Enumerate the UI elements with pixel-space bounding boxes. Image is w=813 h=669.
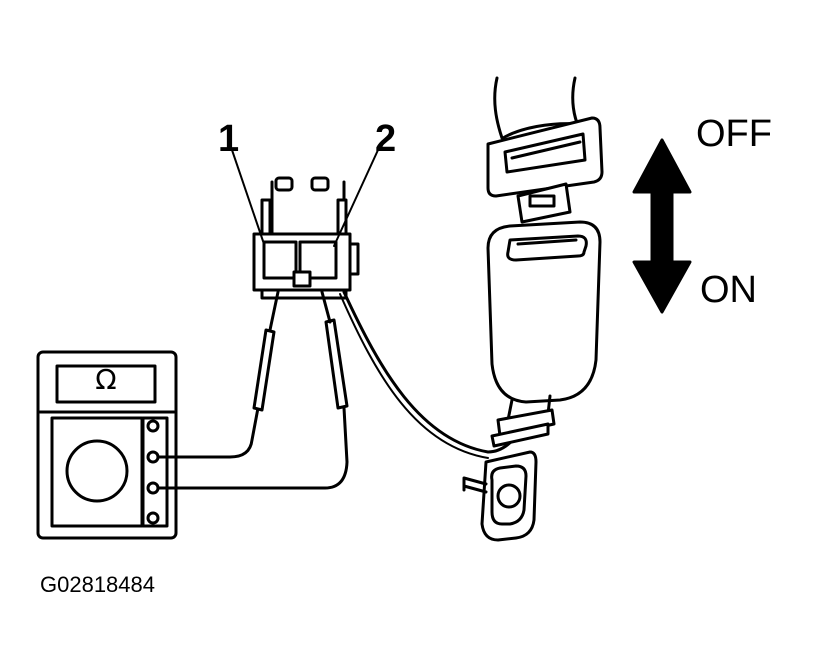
double-arrow-icon [632, 138, 692, 314]
ohmmeter-icon [36, 350, 178, 540]
test-leads [156, 290, 349, 490]
seat-belt-buckle-icon [462, 76, 604, 542]
ohmmeter-display-symbol: Ω [95, 363, 117, 396]
connector-pin-2-label: 2 [375, 118, 397, 160]
connector-icon [231, 149, 379, 300]
off-direction-label: OFF [696, 113, 772, 155]
connector-pin-1-label: 1 [218, 118, 240, 160]
figure-id-label: G02818484 [40, 572, 155, 597]
on-direction-label: ON [700, 269, 757, 311]
switch-wire [342, 290, 515, 454]
